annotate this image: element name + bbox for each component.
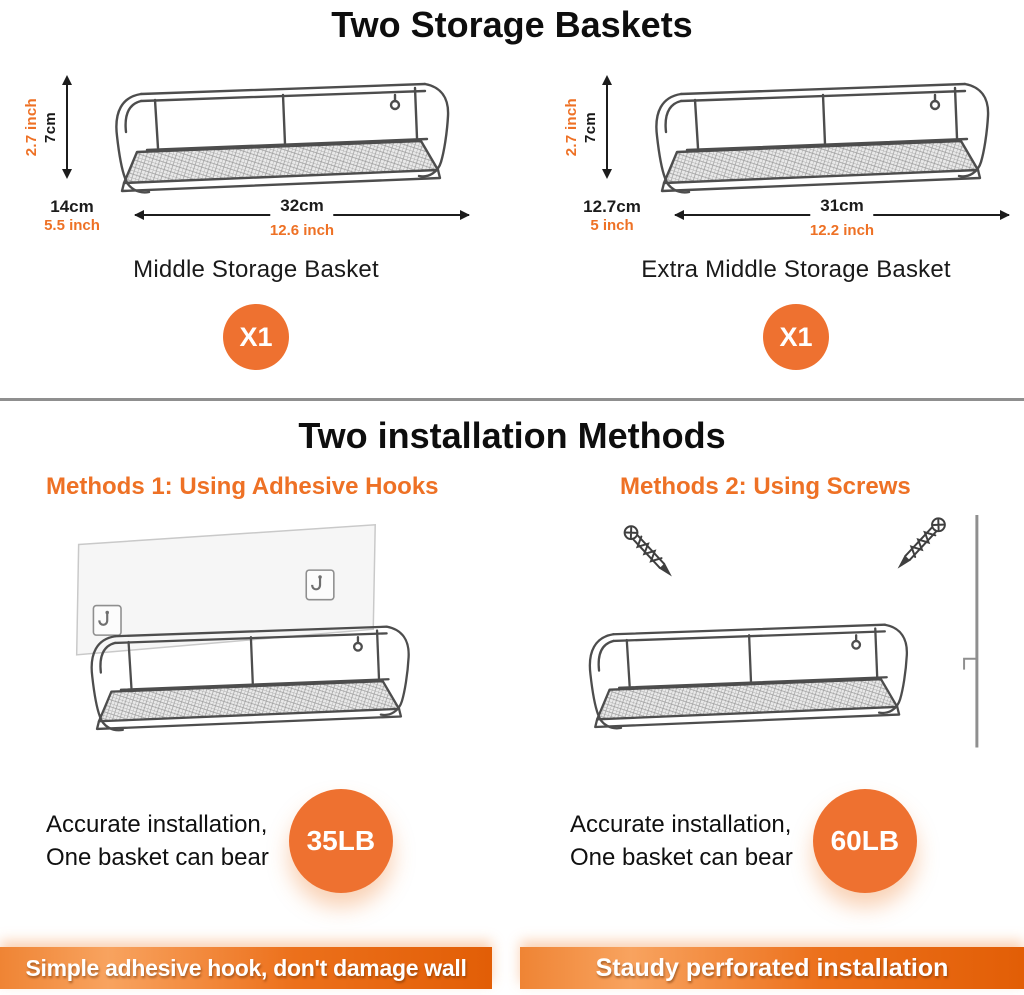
depth-dimension-label-cm: 14cm <box>50 197 94 216</box>
width-dimension-label-cm: 31cm <box>810 196 874 216</box>
wall-panel <box>75 524 376 656</box>
installation-methods-section: Methods 1: Using Adhesive Hooks Accurate… <box>0 465 1024 893</box>
height-dimension: 2.7 inch 7cm <box>23 75 72 179</box>
width-dimension-label-inch: 12.6 inch <box>269 222 335 239</box>
height-dimension: 2.7 inch 7cm <box>563 75 612 179</box>
screw <box>621 522 676 580</box>
capacity-note-line1: Accurate installation, <box>46 811 268 838</box>
screws-illustration <box>588 514 979 748</box>
screw <box>894 514 949 572</box>
banner-screws: Staudy perforated installation <box>520 947 1024 989</box>
depth-dimension-label-inch: 5 inch <box>590 217 634 234</box>
weight-capacity-badge: 35LB <box>288 789 393 893</box>
adhesive-hook <box>92 604 123 637</box>
bottom-dimensions: 14cm 5.5 inch 32cm 12.6 inch <box>21 196 477 244</box>
basket-figure: 2.7 inch 7cm 14cm 5.5 inch 32cm 12.6 i <box>21 62 491 244</box>
capacity-note-text: Accurate installation, One basket can be… <box>46 808 269 874</box>
capacity-note-line2: One basket can bear <box>570 844 793 871</box>
section-baskets-title: Two Storage Baskets <box>331 4 693 45</box>
width-dimension: 31cm 12.2 inch <box>674 196 1010 244</box>
height-dimension-arrow <box>602 75 612 179</box>
basket-name: Middle Storage Basket <box>133 256 379 283</box>
weight-capacity-badge: 60LB <box>812 789 917 893</box>
adhesive-hook <box>305 569 335 601</box>
section-divider <box>0 398 1024 401</box>
method-heading: Methods 1: Using Adhesive Hooks <box>46 473 439 500</box>
width-dimension-label-inch: 12.2 inch <box>809 222 875 239</box>
quantity-badge: X1 <box>223 304 289 370</box>
depth-dimension: 14cm 5.5 inch <box>21 197 123 234</box>
baskets-section: 2.7 inch 7cm 14cm 5.5 inch 32cm 12.6 i <box>0 62 1024 370</box>
basket-name: Extra Middle Storage Basket <box>641 256 951 283</box>
section-installation-title: Two installation Methods <box>298 415 726 456</box>
storage-basket-wireframe <box>115 82 450 194</box>
height-dimension-label-inch: 2.7 inch <box>23 97 40 157</box>
method-card-adhesive-hooks: Methods 1: Using Adhesive Hooks Accurate… <box>0 465 512 893</box>
storage-basket-wireframe <box>90 625 410 732</box>
capacity-note-text: Accurate installation, One basket can be… <box>570 808 793 874</box>
capacity-note: Accurate installation, One basket can be… <box>46 789 512 893</box>
depth-dimension: 12.7cm 5 inch <box>561 197 663 234</box>
storage-basket-wireframe <box>655 82 990 194</box>
method-heading: Methods 2: Using Screws <box>620 473 911 500</box>
height-dimension-arrow <box>62 75 72 179</box>
storage-basket-illustration <box>115 82 450 194</box>
adhesive-hooks-illustration <box>75 524 410 732</box>
height-dimension-label-cm: 7cm <box>42 111 59 143</box>
height-dimension-label-inch: 2.7 inch <box>563 97 580 157</box>
quantity-badge: X1 <box>763 304 829 370</box>
capacity-note-line2: One basket can bear <box>46 844 269 871</box>
depth-dimension-label-inch: 5.5 inch <box>44 217 100 234</box>
bottom-dimensions: 12.7cm 5 inch 31cm 12.2 inch <box>561 196 1017 244</box>
width-dimension: 32cm 12.6 inch <box>134 196 470 244</box>
width-dimension-label-cm: 32cm <box>270 196 334 216</box>
height-dimension-label-cm: 7cm <box>582 111 599 143</box>
storage-basket-wireframe <box>588 623 909 730</box>
capacity-note-line1: Accurate installation, <box>570 811 792 838</box>
banner-adhesive: Simple adhesive hook, don't damage wall <box>0 947 492 989</box>
depth-dimension-label-cm: 12.7cm <box>583 197 641 216</box>
capacity-note: Accurate installation, One basket can be… <box>570 789 1024 893</box>
storage-basket-illustration <box>655 82 990 194</box>
basket-figure: 2.7 inch 7cm 12.7cm 5 inch 31cm 12.2 i <box>561 62 1024 244</box>
wall-bracket <box>963 657 977 670</box>
basket-card-extra-middle: 2.7 inch 7cm 12.7cm 5 inch 31cm 12.2 i <box>512 62 1024 370</box>
basket-card-middle: 2.7 inch 7cm 14cm 5.5 inch 32cm 12.6 i <box>0 62 512 370</box>
method-card-screws: Methods 2: Using Screws Accurate install… <box>512 465 1024 893</box>
